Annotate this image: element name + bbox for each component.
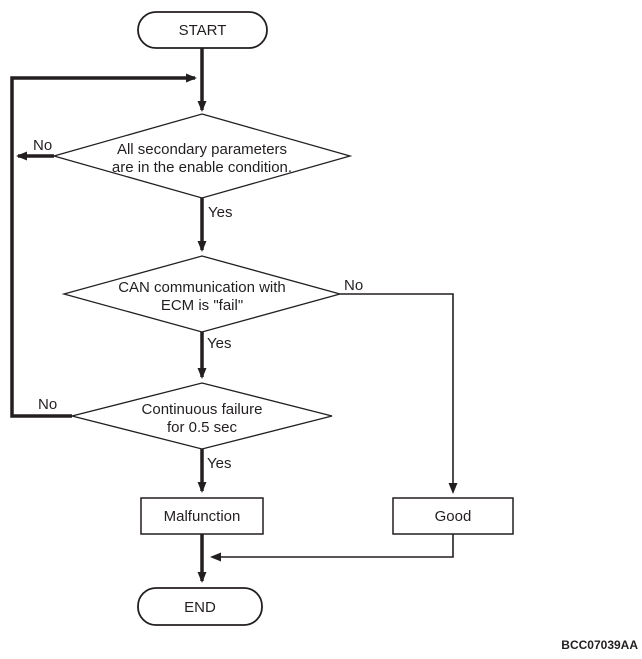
decision1-yes-label: Yes xyxy=(208,204,232,221)
malfunction-node xyxy=(140,497,264,535)
edge-decision2-no xyxy=(340,293,458,494)
edge-good-to-junction xyxy=(210,534,454,562)
decision3-diamond xyxy=(71,382,333,450)
decision3-text-line1: Continuous failure xyxy=(142,401,263,418)
end-label: END xyxy=(184,599,216,616)
decision2-text-line2: ECM is "fail" xyxy=(161,297,243,314)
start-node xyxy=(137,11,268,49)
start-label: START xyxy=(179,22,227,39)
decision3-no-label: No xyxy=(38,396,57,413)
decision2-text-line1: CAN communication with xyxy=(118,279,286,296)
malfunction-label: Malfunction xyxy=(164,508,241,525)
decision2-yes-label: Yes xyxy=(207,335,231,352)
decision1-diamond xyxy=(51,113,353,199)
edge-feedback-loop xyxy=(10,73,197,418)
decision2-diamond xyxy=(61,255,343,333)
decision1-text-line2: are in the enable condition. xyxy=(112,159,292,176)
decision3-text-line2: for 0.5 sec xyxy=(167,419,238,436)
decision1-no-label: No xyxy=(33,137,52,154)
good-label: Good xyxy=(435,508,472,525)
decision3-yes-label: Yes xyxy=(207,455,231,472)
decision2-no-label: No xyxy=(344,277,363,294)
figure-code: BCC07039AA xyxy=(561,638,638,652)
good-node xyxy=(392,497,514,535)
end-node xyxy=(137,587,263,626)
decision1-text-line1: All secondary parameters xyxy=(117,141,287,158)
